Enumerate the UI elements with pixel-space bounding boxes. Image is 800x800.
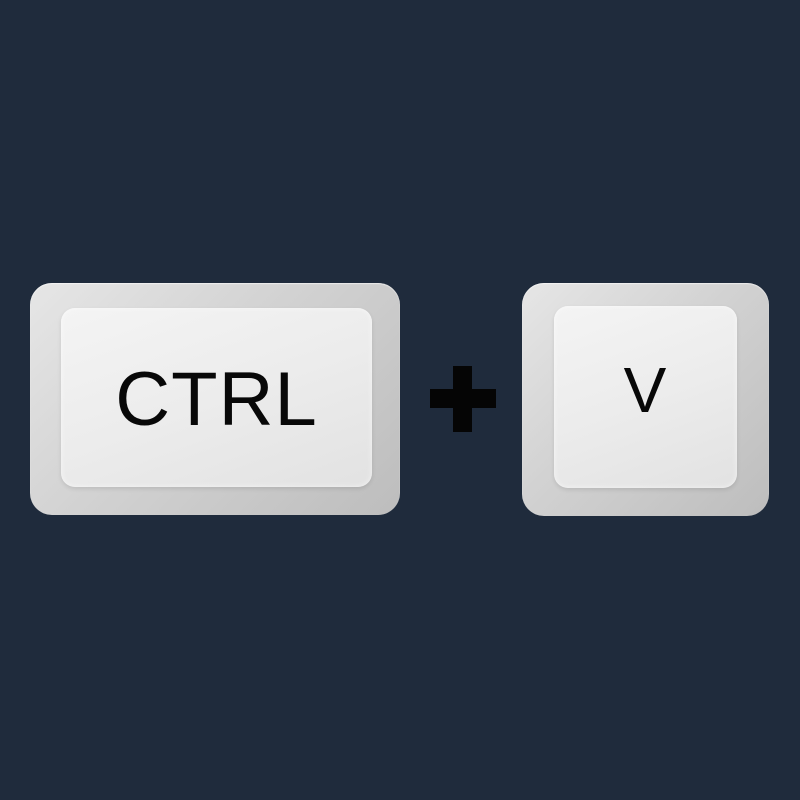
plus-icon bbox=[430, 366, 496, 432]
v-key: V bbox=[522, 283, 769, 516]
v-key-cap: V bbox=[554, 306, 737, 488]
ctrl-key-cap: CTRL bbox=[61, 308, 372, 487]
v-key-label: V bbox=[623, 354, 668, 426]
ctrl-key-label: CTRL bbox=[115, 356, 318, 442]
ctrl-key: CTRL bbox=[30, 283, 400, 515]
